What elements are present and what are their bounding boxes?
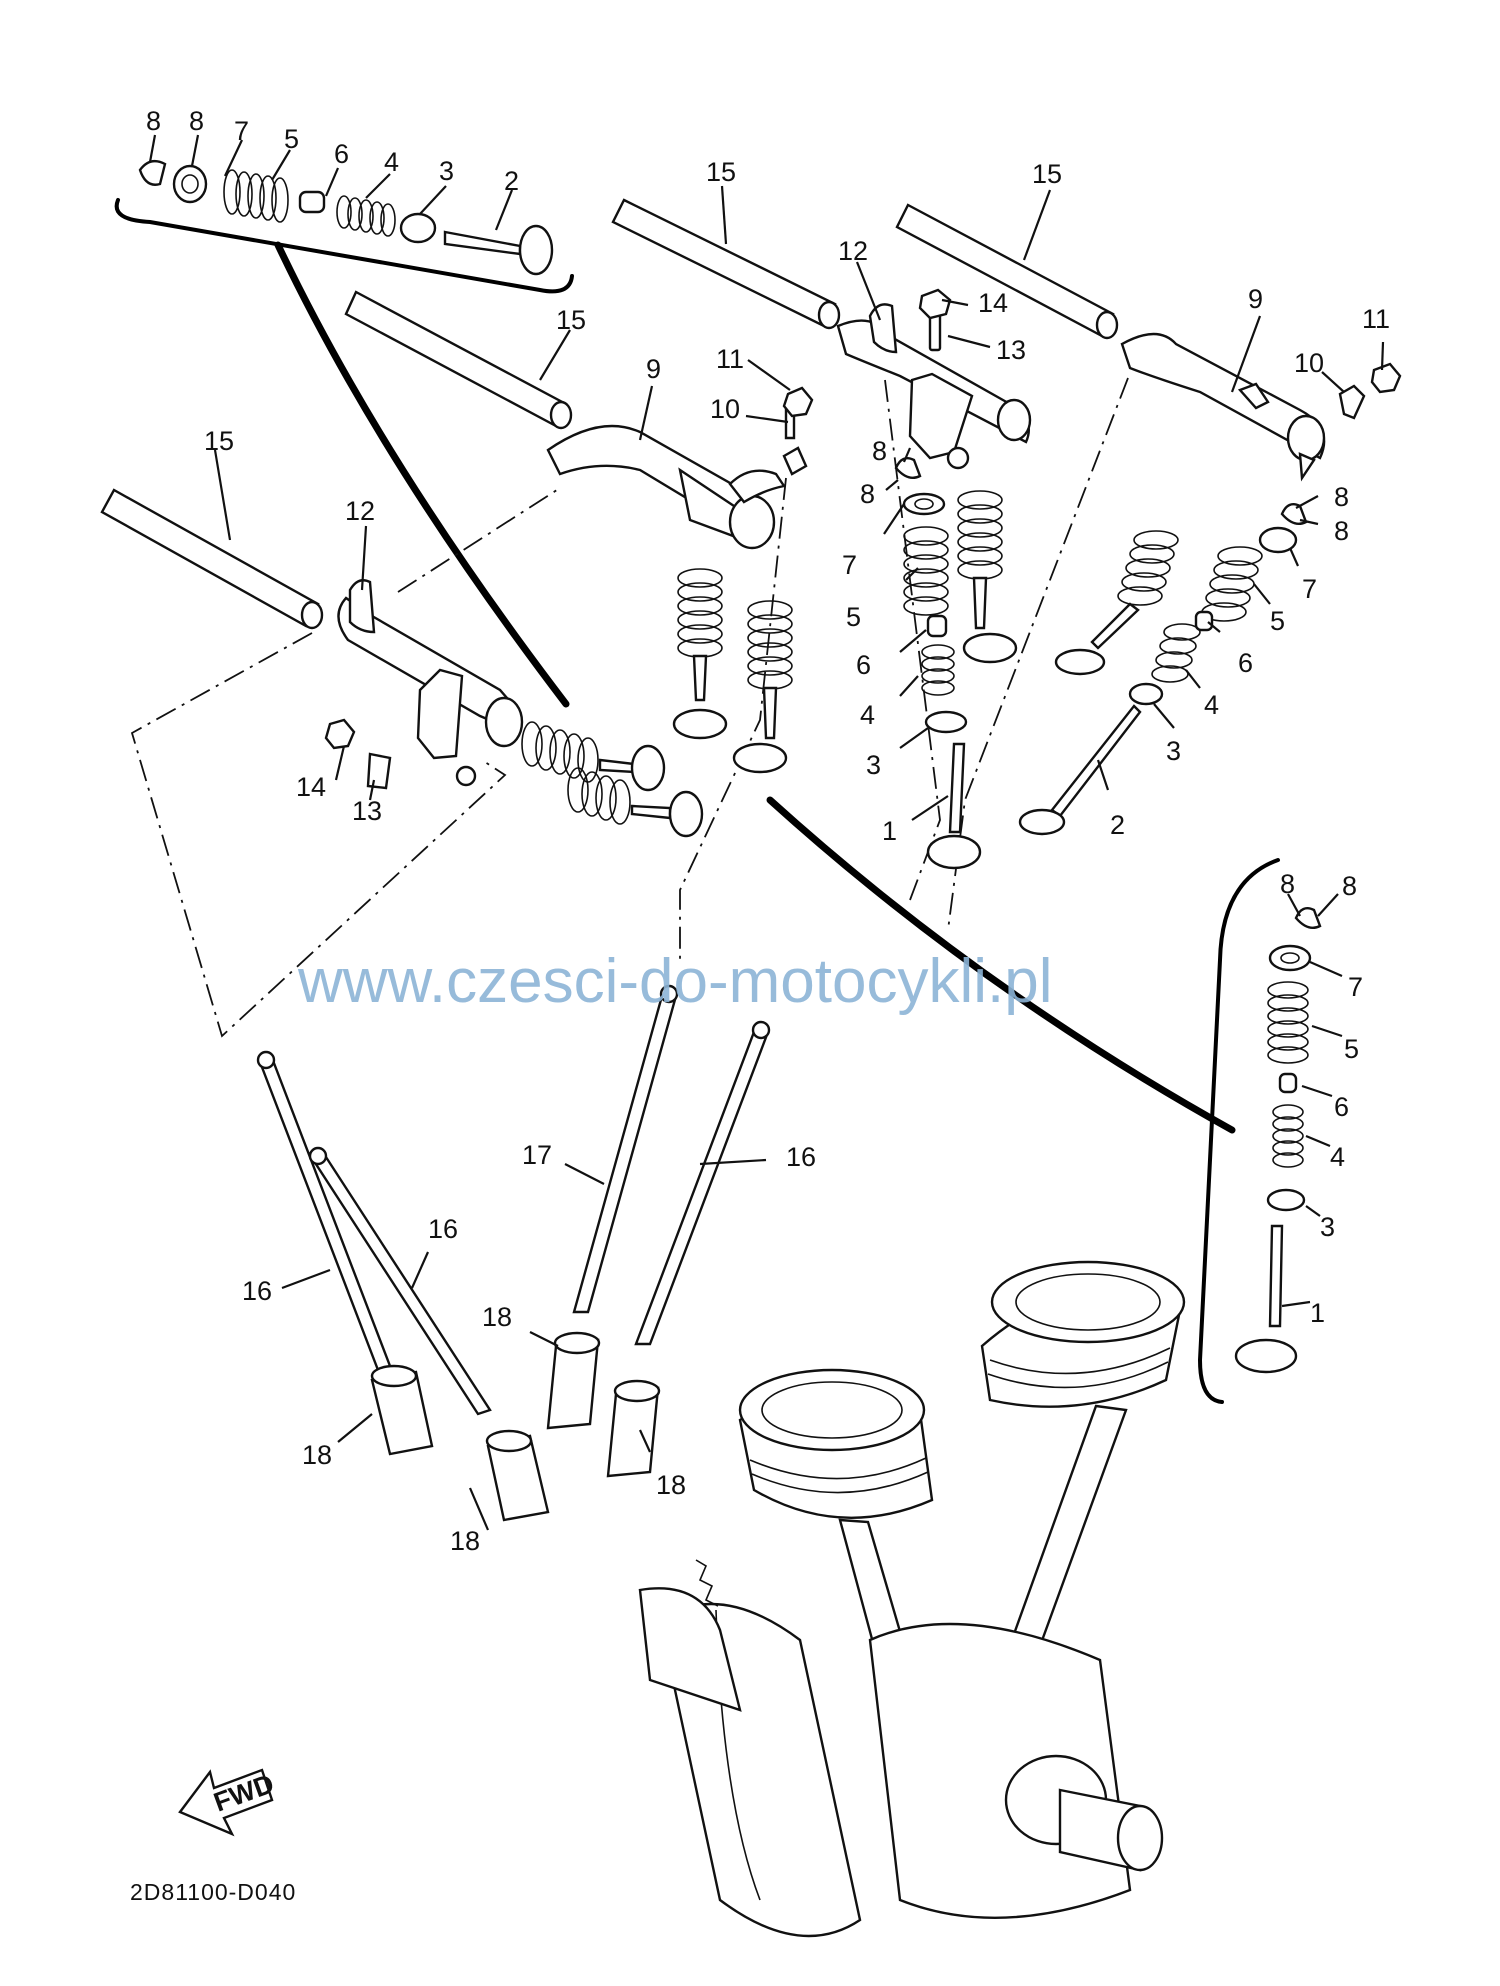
callout-label: 14 bbox=[296, 772, 326, 802]
callout-label: 16 bbox=[786, 1142, 816, 1172]
callout-label: 15 bbox=[556, 305, 586, 335]
callout-label: 12 bbox=[345, 496, 375, 526]
rocker-shaft-left bbox=[100, 488, 324, 630]
callout-label: 7 bbox=[842, 550, 857, 580]
callout-label: 15 bbox=[204, 426, 234, 456]
engine-context bbox=[638, 1260, 1186, 1938]
callout-label: 8 bbox=[860, 479, 875, 509]
callout-label: 8 bbox=[1280, 869, 1295, 899]
callout-label: 8 bbox=[1342, 871, 1357, 901]
bracket-line-right bbox=[766, 796, 1236, 1134]
callout-label: 4 bbox=[860, 700, 875, 730]
callout-label: 7 bbox=[234, 116, 249, 146]
callout-label: 16 bbox=[428, 1214, 458, 1244]
callout-label: 9 bbox=[646, 354, 661, 384]
callout-label: 4 bbox=[384, 147, 399, 177]
callout-label: 16 bbox=[242, 1276, 272, 1306]
rocker-arm-right bbox=[1120, 332, 1326, 482]
callout-label: 18 bbox=[450, 1526, 480, 1556]
callout-label: 1 bbox=[882, 816, 897, 846]
rocker-arm-center bbox=[546, 424, 786, 550]
callout-label: 4 bbox=[1204, 690, 1219, 720]
valve-set-right bbox=[1018, 503, 1308, 836]
valve-lifters bbox=[370, 1331, 661, 1522]
group-bracket-top-left bbox=[114, 198, 574, 294]
callout-label: 18 bbox=[656, 1470, 686, 1500]
callout-label: 11 bbox=[1362, 304, 1390, 334]
callout-label: 18 bbox=[302, 1440, 332, 1470]
callout-label: 3 bbox=[866, 750, 881, 780]
callout-labels: 8 8 7 5 6 4 3 2 15 15 15 15 12 12 9 9 11… bbox=[146, 106, 1390, 1556]
callout-label: 6 bbox=[1334, 1092, 1349, 1122]
assembly-line-mid bbox=[679, 477, 787, 960]
rocker-shaft-top-left bbox=[344, 290, 573, 430]
callout-label: 7 bbox=[1348, 972, 1363, 1002]
callout-label: 8 bbox=[1334, 482, 1349, 512]
callout-label: 17 bbox=[522, 1140, 552, 1170]
callout-label: 3 bbox=[1320, 1212, 1335, 1242]
fwd-arrow-icon: FWD bbox=[178, 1768, 278, 1837]
callout-label: 18 bbox=[482, 1302, 512, 1332]
callout-label: 5 bbox=[1270, 606, 1285, 636]
callout-label: 1 bbox=[1310, 1298, 1325, 1328]
callout-label: 13 bbox=[996, 335, 1026, 365]
rocker-arm-center-right bbox=[836, 303, 1032, 470]
callout-label: 12 bbox=[838, 236, 868, 266]
callout-label: 8 bbox=[1334, 516, 1349, 546]
callout-label: 15 bbox=[706, 157, 736, 187]
valve-set-center-right bbox=[894, 457, 1018, 870]
adjusting-screws-and-nuts bbox=[324, 288, 1402, 790]
rocker-arm-left bbox=[337, 579, 524, 787]
callout-label: 5 bbox=[846, 602, 861, 632]
callout-label: 5 bbox=[1344, 1034, 1359, 1064]
bracket-line-left bbox=[274, 241, 570, 708]
assembly-line-left bbox=[130, 632, 507, 1038]
callout-label: 9 bbox=[1248, 284, 1263, 314]
callout-label: 4 bbox=[1330, 1142, 1345, 1172]
callout-label: 10 bbox=[710, 394, 740, 424]
push-rods bbox=[256, 984, 771, 1416]
valve-set-top-left bbox=[138, 159, 554, 276]
callout-label: 11 bbox=[716, 344, 744, 374]
figure-code: 2D81100-D040 bbox=[130, 1879, 296, 1905]
callout-label: 5 bbox=[284, 124, 299, 154]
callout-label: 6 bbox=[856, 650, 871, 680]
callout-label: 10 bbox=[1294, 348, 1324, 378]
callout-label: 7 bbox=[1302, 574, 1317, 604]
leader-lines bbox=[148, 134, 1385, 1531]
watermark-text: www.czesci-do-motocykli.pl bbox=[297, 947, 1053, 1016]
valve-set-bracket-right bbox=[1234, 907, 1322, 1374]
callout-label: 2 bbox=[1110, 810, 1125, 840]
callout-label: 8 bbox=[189, 106, 204, 136]
valve-springs-center bbox=[672, 568, 793, 774]
callout-label: 6 bbox=[334, 139, 349, 169]
rocker-shaft-top-right bbox=[895, 203, 1119, 340]
callout-label: 8 bbox=[872, 436, 887, 466]
assembly-line-rightmid bbox=[884, 379, 941, 901]
callout-label: 6 bbox=[1238, 648, 1253, 678]
callout-label: 15 bbox=[1032, 159, 1062, 189]
callout-label: 2 bbox=[504, 166, 519, 196]
callout-label: 14 bbox=[978, 288, 1008, 318]
valve-springs-left-lower bbox=[521, 721, 704, 838]
group-bracket-right bbox=[1197, 858, 1280, 1404]
callout-label: 3 bbox=[439, 156, 454, 186]
rocker-shaft-top-center bbox=[611, 198, 841, 330]
callout-label: 3 bbox=[1166, 736, 1181, 766]
callout-label: 8 bbox=[146, 106, 161, 136]
callout-label: 13 bbox=[352, 796, 382, 826]
assembly-line-center bbox=[397, 487, 561, 593]
